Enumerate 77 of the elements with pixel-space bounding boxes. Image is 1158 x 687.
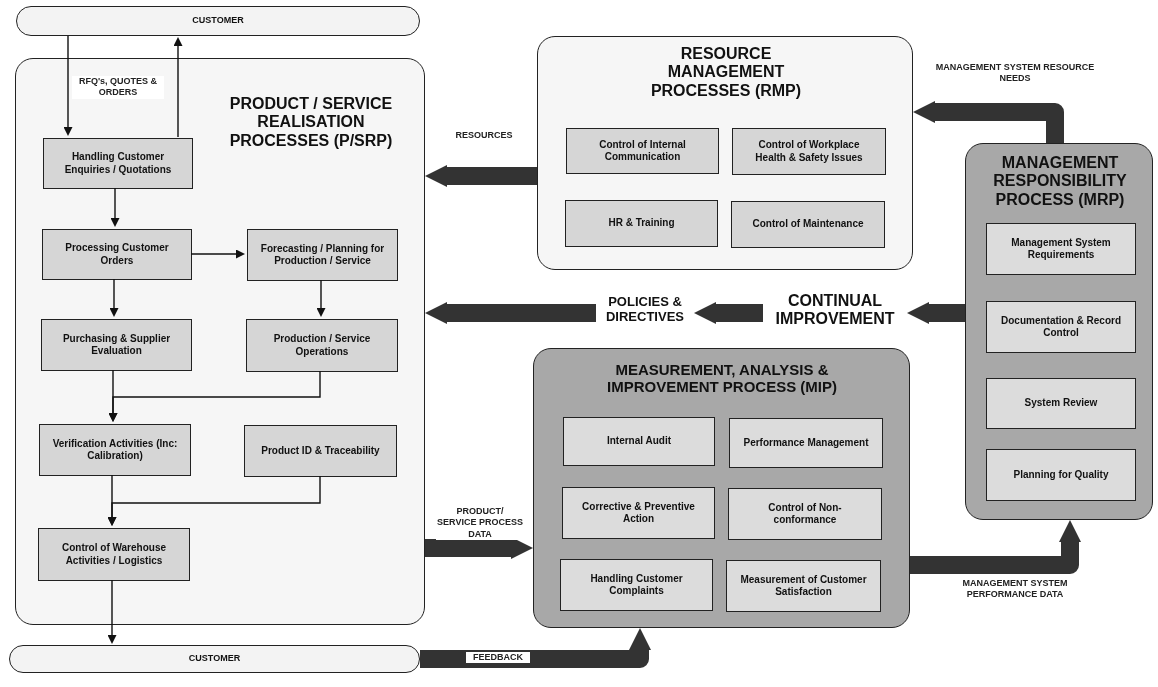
process-label: Processing Customer Orders <box>64 242 170 267</box>
process-label: Control of Workplace Health & Safety Issues <box>754 139 864 164</box>
process-label: Control of Maintenance <box>751 218 865 231</box>
edge-label: RFQ's, QUOTES & ORDERS <box>72 76 164 99</box>
process-label: HR & Training <box>607 217 676 230</box>
customer-label: CUSTOMER <box>187 653 242 665</box>
process-box <box>986 449 1136 501</box>
process-box <box>43 138 193 189</box>
process-box <box>244 425 397 477</box>
process-label: Product ID & Traceability <box>260 444 381 458</box>
group-title: RESOURCE MANAGEMENT PROCESSES (RMP) <box>649 45 803 101</box>
edge-label: FEEDBACK <box>466 652 530 664</box>
group-title: MANAGEMENT RESPONSIBILITY PROCESS (MRP) <box>992 154 1128 210</box>
customer-terminal <box>16 6 420 36</box>
process-label: Internal Audit <box>605 435 673 448</box>
block-arrow <box>425 537 533 559</box>
customer-label: CUSTOMER <box>191 15 245 27</box>
arrow <box>108 370 321 422</box>
process-box <box>726 560 881 612</box>
arrow <box>316 279 326 317</box>
arrow <box>63 35 73 136</box>
process-box <box>566 128 719 174</box>
process-box <box>732 128 886 175</box>
process-label: Handling Customer Enquiries / Quotations <box>63 151 173 176</box>
edge-label: PRODUCT/ SERVICE PROCESS DATA <box>436 506 524 540</box>
process-label: Corrective & Preventive Action <box>581 500 696 526</box>
process-box <box>38 528 190 581</box>
process-box <box>246 319 398 372</box>
process-label: Planning for Quality <box>1012 468 1110 482</box>
arrow <box>190 249 245 259</box>
process-label: Control of Warehouse Activities / Logistics <box>60 542 168 567</box>
process-group-panel <box>965 143 1153 520</box>
block-arrow <box>420 628 651 668</box>
arrow <box>110 187 120 227</box>
group-title: MEASUREMENT, ANALYSIS & IMPROVEMENT PROCESS (MIP) <box>606 361 838 396</box>
block-arrow <box>694 302 763 324</box>
block-arrow <box>425 165 537 187</box>
process-box <box>728 488 882 540</box>
process-label: Control of Non-conformance <box>767 501 843 527</box>
process-box <box>565 200 718 247</box>
process-label: Documentation & Record Control <box>1000 314 1122 340</box>
process-box <box>986 378 1136 429</box>
process-box <box>986 223 1136 275</box>
process-box <box>41 319 192 371</box>
process-label: System Review <box>1023 397 1099 410</box>
process-label: Purchasing & Supplier Evaluation <box>61 332 172 358</box>
process-box <box>562 487 715 539</box>
arrow <box>109 278 119 317</box>
process-label: Production / Service Operations <box>272 333 372 358</box>
process-label: Forecasting / Planning for Production / Service <box>259 242 386 268</box>
process-group-panel <box>15 58 425 625</box>
process-label: Measurement of Customer Satisfaction <box>739 573 868 599</box>
process-box <box>729 418 883 468</box>
process-box <box>247 229 398 281</box>
customer-terminal <box>9 645 420 673</box>
process-box <box>42 229 192 280</box>
flow-label: CONTINUAL IMPROVEMENT <box>763 290 907 330</box>
process-label: Verification Activities (Inc: Calibration) <box>51 437 179 463</box>
process-label: Handling Customer Complaints <box>589 572 684 598</box>
block-arrow <box>913 101 1064 143</box>
process-group-panel <box>533 348 910 628</box>
process-group-panel <box>537 36 913 270</box>
group-title: PRODUCT / SERVICE REALISATION PROCESSES (P/SRP) <box>228 95 394 151</box>
process-label: Control of Internal Communication <box>598 138 687 164</box>
arrow <box>173 37 183 138</box>
process-box <box>986 301 1136 353</box>
block-arrow <box>907 302 965 324</box>
flow-label: POLICIES & DIRECTIVES <box>596 292 694 328</box>
process-box <box>563 417 715 466</box>
block-arrow <box>910 520 1081 574</box>
process-label: Management System Requirements <box>1010 236 1112 262</box>
process-box <box>39 424 191 476</box>
arrow <box>107 579 117 644</box>
process-label: Performance Management <box>742 436 870 450</box>
process-box <box>731 201 885 248</box>
arrow <box>107 475 321 526</box>
process-box <box>560 559 713 611</box>
